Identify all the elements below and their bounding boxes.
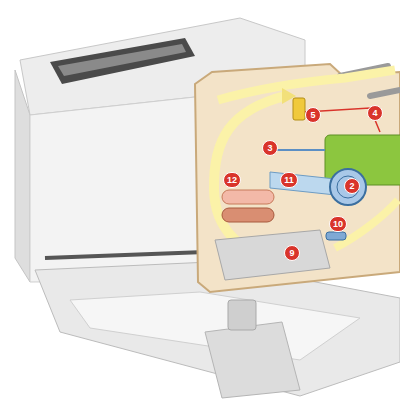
output-slot bbox=[50, 38, 195, 84]
paper-slot bbox=[45, 252, 205, 258]
tray-extension bbox=[205, 322, 300, 398]
exit-roller bbox=[370, 90, 400, 96]
drum bbox=[330, 169, 366, 205]
paper-path bbox=[218, 70, 395, 100]
callout-number: 11 bbox=[280, 172, 298, 188]
pressure-roller bbox=[222, 208, 274, 222]
callout-number: 3 bbox=[262, 140, 278, 156]
laser-unit bbox=[293, 98, 305, 120]
callout-number: 9 bbox=[284, 245, 300, 261]
output-slot-inner bbox=[58, 44, 186, 76]
callout-number: 4 bbox=[367, 105, 383, 121]
fuser-roller bbox=[222, 190, 274, 204]
inner-tray bbox=[215, 230, 330, 280]
callout-number: 2 bbox=[344, 178, 360, 194]
callout-number: 10 bbox=[329, 216, 347, 232]
callout-number: 5 bbox=[305, 107, 321, 123]
callout-number: 12 bbox=[223, 172, 241, 188]
pickup-roller bbox=[326, 232, 346, 240]
laser-beam bbox=[270, 149, 325, 151]
drum-ring bbox=[337, 176, 359, 198]
tray-guide bbox=[228, 300, 256, 330]
